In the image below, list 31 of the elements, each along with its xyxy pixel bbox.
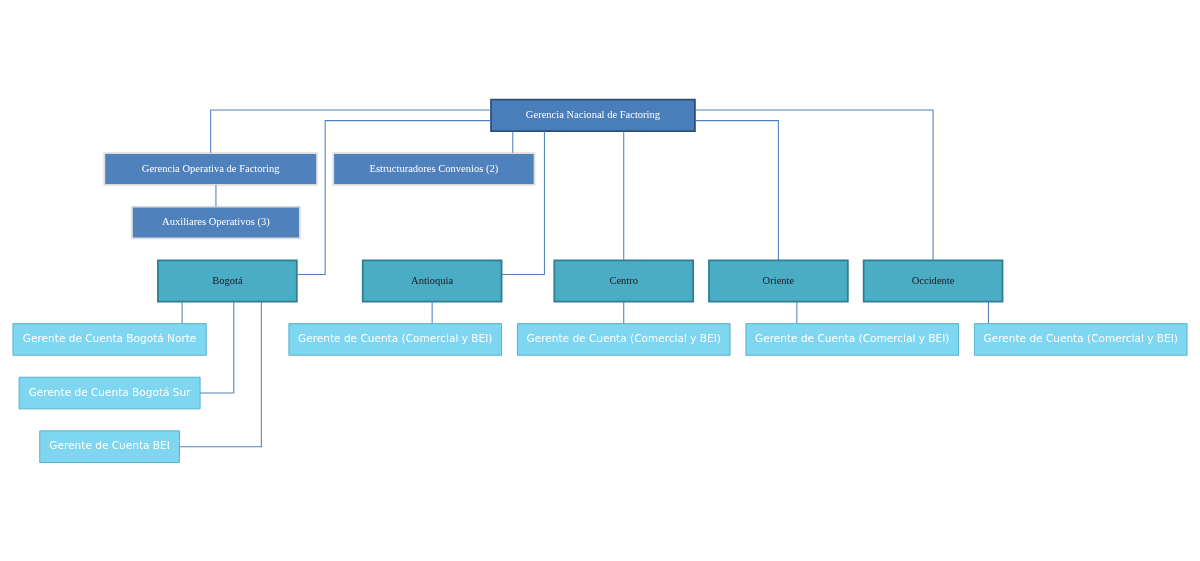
node-box: Gerente de Cuenta BEI [39,429,180,463]
node-box: Gerente de Cuenta (Comercial y BEI) [745,322,959,356]
node-box: Antioquia [361,258,503,303]
node-box: Gerente de Cuenta (Comercial y BEI) [516,322,731,356]
connector [181,300,183,324]
node-box: Gerencia Nacional de Factoring [490,98,696,132]
node-box: Auxiliares Operativos (3) [131,205,301,239]
connector [512,130,514,153]
node-box: Bogotá [157,258,298,303]
node-box: Gerencia Operativa de Factoring [103,151,318,186]
connector [215,184,217,207]
node-box: Gerente de Cuenta Bogotá Norte [12,322,207,356]
connector [694,119,779,261]
node-box: Gerente de Cuenta (Comercial y BEI) [973,322,1188,356]
node-box: Estructuradores Convenios (2) [332,151,536,186]
node-box: Gerente de Cuenta (Comercial y BEI) [288,322,502,356]
node-box: Oriente [708,258,849,303]
node-box: Centro [553,258,695,303]
connector [501,130,545,275]
connector [623,300,625,324]
connector [431,300,433,324]
connector [296,119,492,275]
connector [623,130,625,261]
connector [694,109,934,261]
node-box: Gerente de Cuenta Bogotá Sur [18,376,201,409]
connector [796,300,798,324]
connector [210,109,492,153]
connector [178,300,262,447]
node-box: Occidente [862,258,1004,303]
connector [987,300,989,324]
connector [199,300,235,394]
